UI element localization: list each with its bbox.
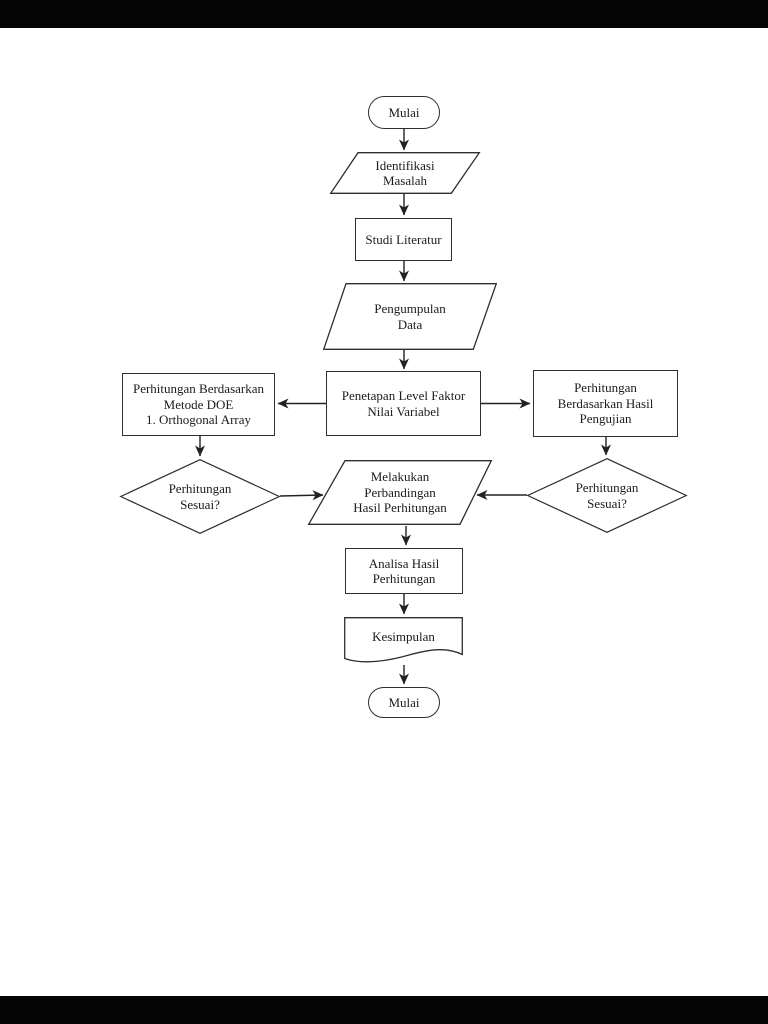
decision-diamond-shape xyxy=(119,459,281,534)
parallelogram-shape xyxy=(322,283,498,350)
node-perhitungan-doe: Perhitungan Berdasarkan Metode DOE 1. Or… xyxy=(122,373,275,436)
decision-diamond-shape xyxy=(526,458,688,533)
node-analisa: Analisa Hasil Perhitungan xyxy=(345,548,463,594)
node-penetapan-level: Penetapan Level Faktor Nilai Variabel xyxy=(326,371,481,436)
node-decision-left: Perhitungan Sesuai? xyxy=(119,459,281,534)
node-end-label: Mulai xyxy=(388,694,420,710)
node-pengumpulan-data: Pengumpulan Data xyxy=(322,283,498,350)
process-shape xyxy=(345,548,463,594)
node-end: Mulai xyxy=(368,687,440,718)
node-pengumpulan-data-label: Pengumpulan Data xyxy=(374,301,446,332)
node-perbandingan-label: Melakukan Perbandingan Hasil Perhitungan xyxy=(353,469,447,516)
node-penetapan-level-label: Penetapan Level Faktor Nilai Variabel xyxy=(341,388,466,419)
node-perhitungan-pengujian: Perhitungan Berdasarkan Hasil Pengujian xyxy=(533,370,678,437)
node-start: Mulai xyxy=(368,96,440,129)
node-kesimpulan-label: Kesimpulan xyxy=(372,629,435,644)
node-perhitungan-doe-label: Perhitungan Berdasarkan Metode DOE 1. Or… xyxy=(132,381,265,428)
process-shape xyxy=(326,371,481,436)
node-studi-literatur-label: Studi Literatur xyxy=(365,231,442,247)
document-shape xyxy=(344,617,463,663)
process-shape xyxy=(533,370,678,437)
terminator-shape xyxy=(368,687,440,718)
node-identifikasi-masalah-label: Identifikasi Masalah xyxy=(375,157,435,189)
letterbox-top xyxy=(0,0,768,28)
parallelogram-shape xyxy=(329,152,481,194)
edge-decision-left-perbandingan xyxy=(279,490,324,501)
node-kesimpulan: Kesimpulan xyxy=(344,617,463,667)
parallelogram-shape xyxy=(307,460,493,525)
node-studi-literatur: Studi Literatur xyxy=(355,218,452,261)
node-decision-left-label: Perhitungan Sesuai? xyxy=(168,481,232,512)
process-shape xyxy=(122,373,275,436)
process-shape xyxy=(355,218,452,261)
terminator-shape xyxy=(368,96,440,129)
node-identifikasi-masalah: Identifikasi Masalah xyxy=(329,152,481,194)
node-perhitungan-pengujian-label: Perhitungan Berdasarkan Hasil Pengujian xyxy=(557,380,654,427)
node-decision-right: Perhitungan Sesuai? xyxy=(526,458,688,533)
node-start-label: Mulai xyxy=(388,104,420,120)
letterbox-bottom xyxy=(0,996,768,1024)
node-decision-right-label: Perhitungan Sesuai? xyxy=(575,480,639,511)
node-analisa-label: Analisa Hasil Perhitungan xyxy=(368,555,440,587)
node-perbandingan: Melakukan Perbandingan Hasil Perhitungan xyxy=(307,460,493,525)
